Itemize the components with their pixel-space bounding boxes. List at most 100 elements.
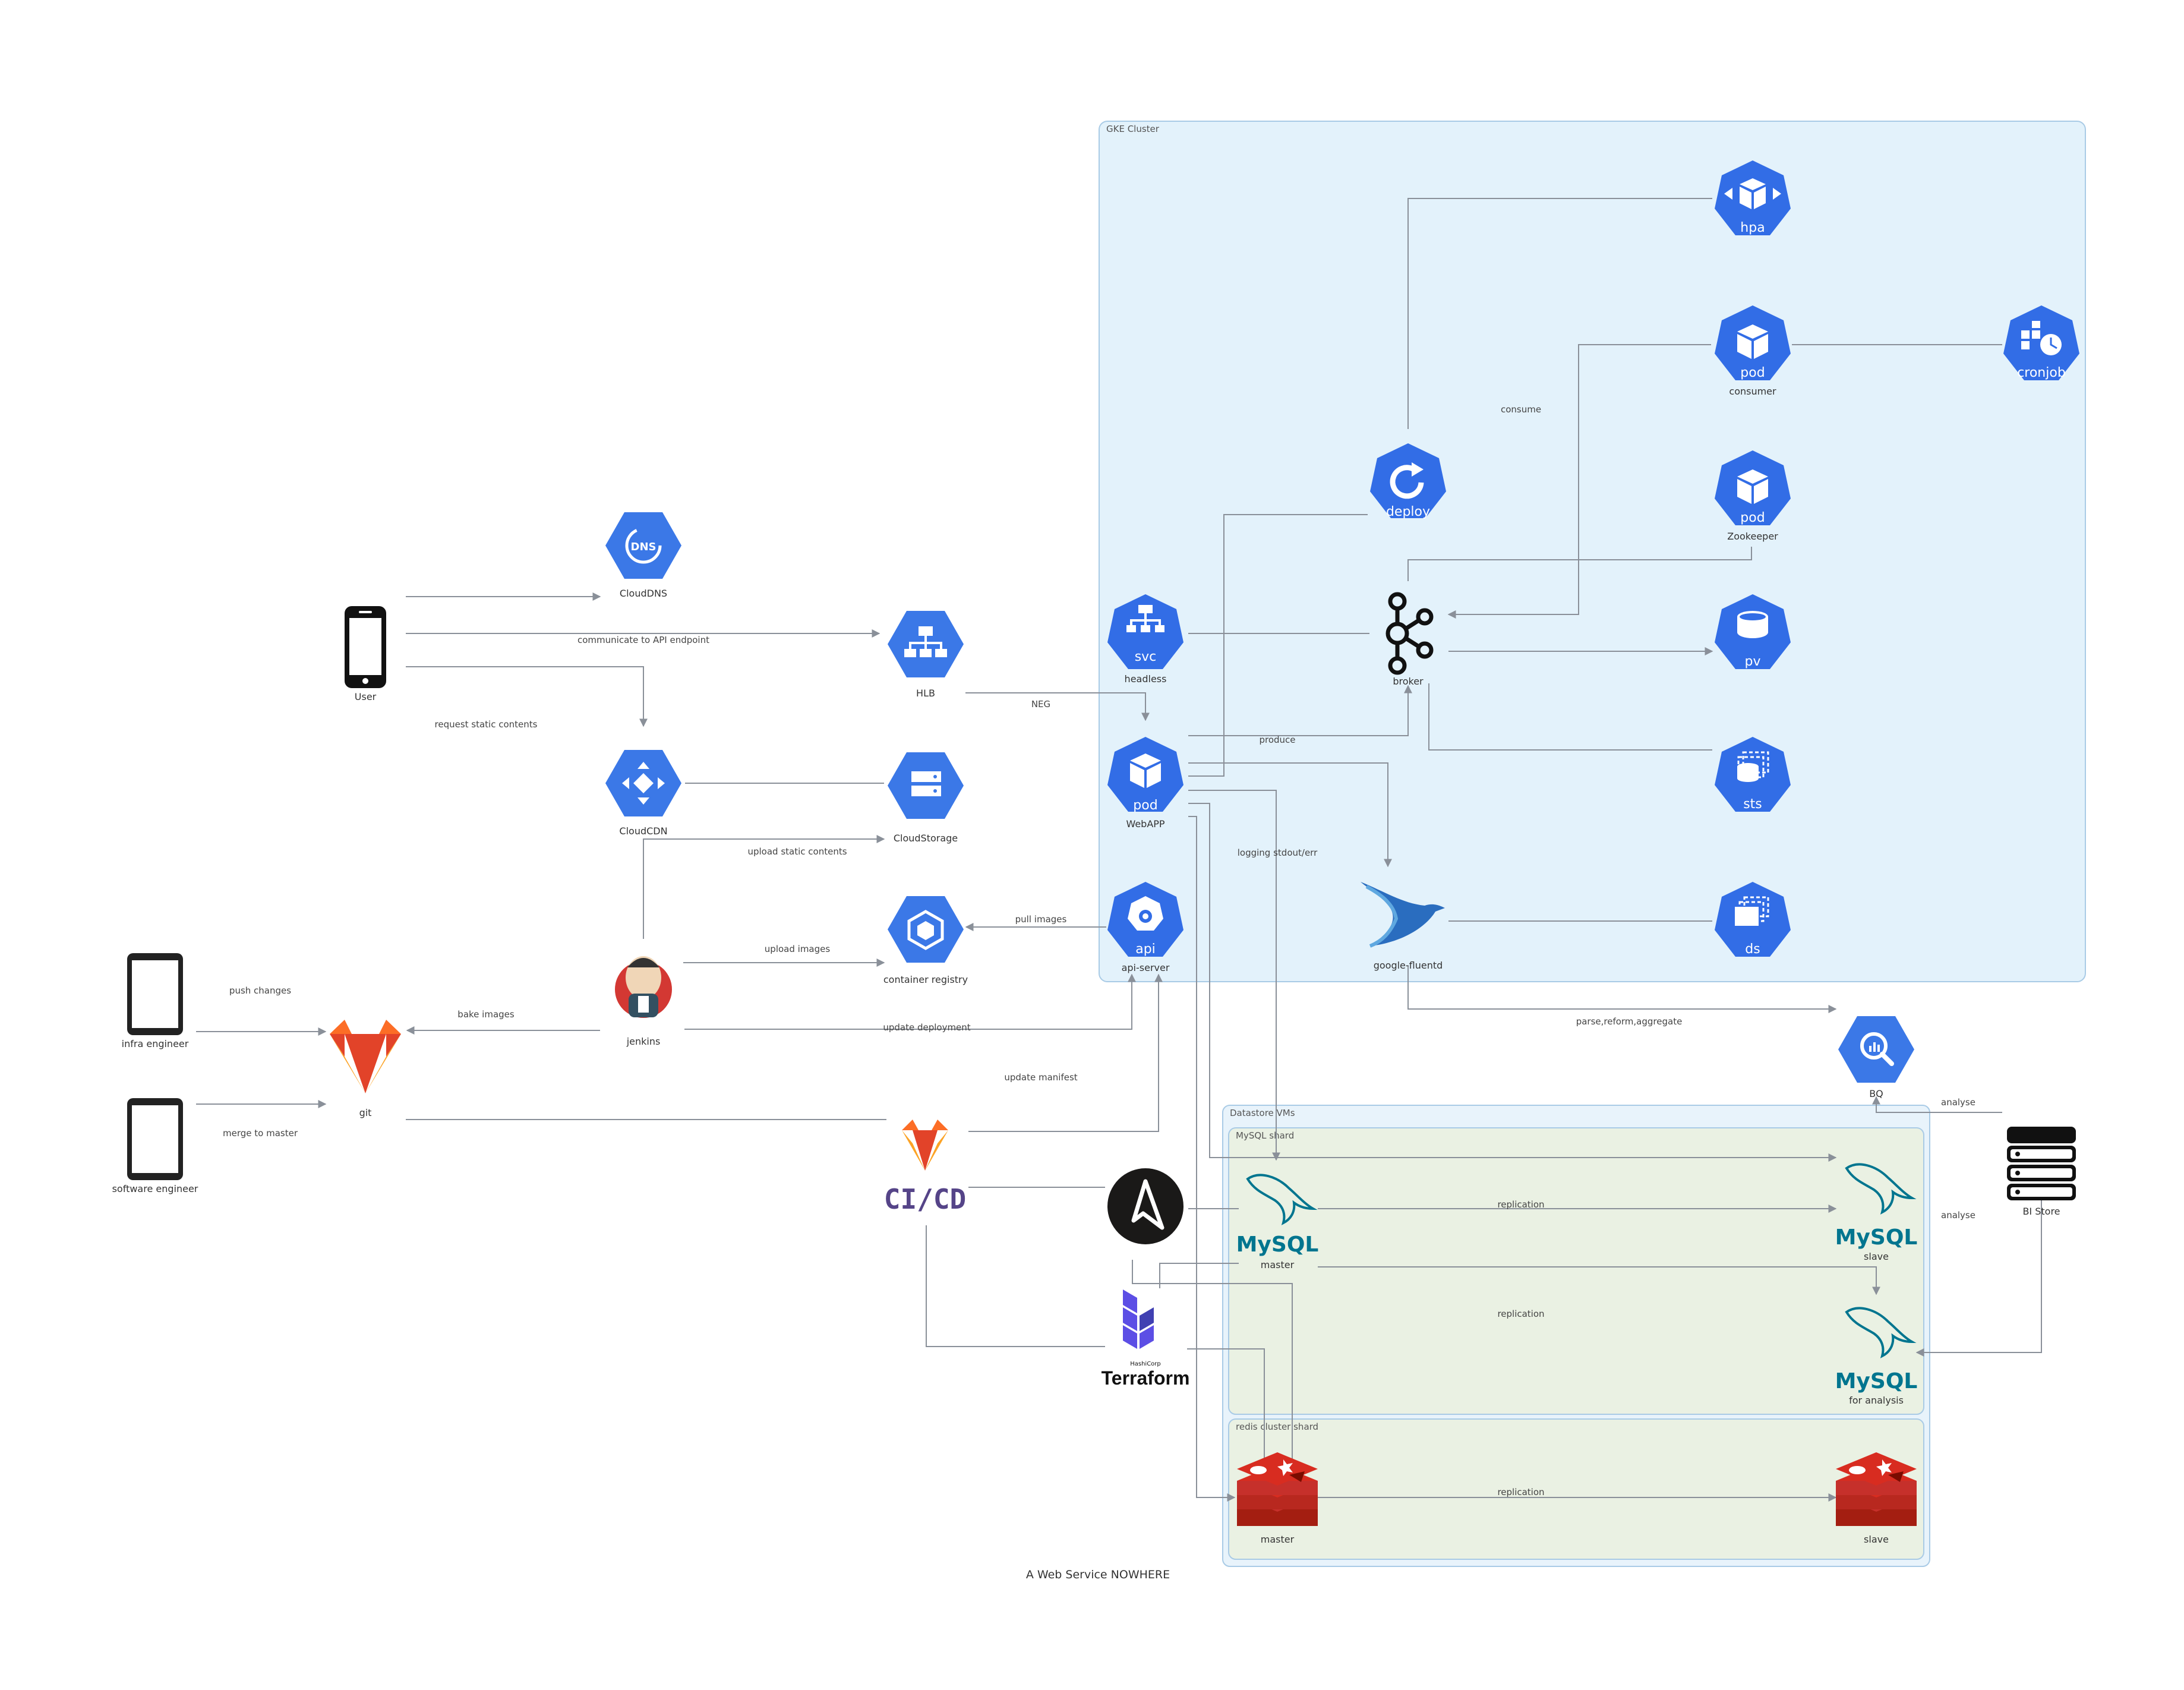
label-analyse-bq: analyse xyxy=(1941,1097,1975,1108)
sts-node[interactable]: sts xyxy=(1715,737,1791,812)
fluentd-node[interactable]: google-fluentd xyxy=(1361,882,1445,971)
api-server-label: api-server xyxy=(1122,962,1170,973)
cloud-cdn-node[interactable]: CloudCDN xyxy=(605,750,681,837)
cronjob-node[interactable]: cronjob xyxy=(2003,305,2079,380)
headless-node[interactable]: svc headless xyxy=(1107,594,1183,685)
container-registry-node[interactable]: container registry xyxy=(883,896,968,985)
label-update-deployment: update deployment xyxy=(883,1022,970,1033)
cdn-icon xyxy=(622,762,665,805)
broker-label: broker xyxy=(1393,676,1424,687)
fluentd-label: google-fluentd xyxy=(1374,960,1443,971)
headless-icon-text: svc xyxy=(1135,649,1157,664)
pv-node[interactable]: pv xyxy=(1715,594,1791,669)
redis-slave-node[interactable]: slave xyxy=(1836,1452,1917,1545)
bq-node[interactable]: BQ xyxy=(1838,1016,1914,1099)
jenkins-node[interactable]: jenkins xyxy=(615,956,672,1047)
hpa-icon-text: hpa xyxy=(1740,220,1765,235)
redis-master-label: master xyxy=(1261,1534,1295,1545)
mysql-analysis-node[interactable]: MySQL for analysis xyxy=(1835,1307,1918,1406)
zookeeper-node[interactable]: pod Zookeeper xyxy=(1715,450,1791,542)
label-replication-3: replication xyxy=(1497,1487,1544,1497)
container-registry-label: container registry xyxy=(883,974,968,985)
bi-store-label: BI Store xyxy=(2022,1206,2060,1217)
persistent-volume-icon xyxy=(1737,611,1768,638)
dns-icon: DNS xyxy=(625,527,662,564)
broker-node[interactable]: broker xyxy=(1385,592,1434,687)
cloud-dns-node[interactable]: DNS CloudDNS xyxy=(605,512,681,599)
edge-zookeeper-broker xyxy=(1407,547,1752,581)
ds-icon-text: ds xyxy=(1745,942,1760,957)
deploy-node[interactable]: deploy xyxy=(1370,443,1446,519)
edge-user-cdn xyxy=(406,666,648,727)
hex-shape xyxy=(1838,1016,1914,1083)
edge-webapp-mysql-slave xyxy=(1188,803,1837,1162)
label-pull-images: pull images xyxy=(1015,914,1067,925)
edge-fluentd-bq xyxy=(1407,966,1837,1013)
cicd-node[interactable]: CI/CD xyxy=(884,1120,966,1215)
redis-master-node[interactable]: master xyxy=(1237,1452,1318,1545)
redis-slave-label: slave xyxy=(1864,1534,1889,1545)
dns-icon-text: DNS xyxy=(631,541,657,553)
mysql-analysis-label: for analysis xyxy=(1849,1395,1904,1406)
mysql-logo-text: MySQL xyxy=(1236,1232,1319,1257)
label-upload-static: upload static contents xyxy=(747,846,847,857)
jenkins-icon xyxy=(615,956,672,1018)
label-upload-images: upload images xyxy=(765,944,831,954)
tablet-icon xyxy=(127,953,183,1035)
edge-deploy-hpa xyxy=(1407,198,1712,429)
edge-bistore-mysql-analysis xyxy=(1915,1196,2042,1357)
software-engineer-node[interactable]: software engineer xyxy=(112,1098,198,1194)
api-server-node[interactable]: api api-server xyxy=(1107,882,1183,973)
deploy-icon xyxy=(1390,462,1424,499)
webapp-node[interactable]: pod WebAPP xyxy=(1107,737,1183,830)
mysql-master-node[interactable]: MySQL master xyxy=(1236,1174,1319,1270)
git-label: git xyxy=(359,1107,372,1118)
edge-mysql-replication2 xyxy=(1318,1266,1880,1295)
pod-icon xyxy=(1737,324,1768,359)
label-produce: produce xyxy=(1259,734,1295,745)
load-balancer-icon xyxy=(904,626,947,657)
hlb-node[interactable]: HLB xyxy=(888,611,964,699)
edge-cicd-api xyxy=(968,973,1163,1132)
mysql-dolphin-icon xyxy=(1845,1163,1917,1215)
consumer-node[interactable]: pod consumer xyxy=(1715,305,1791,397)
edge-deploy-webapp xyxy=(1188,514,1368,777)
gitlab-icon xyxy=(330,1020,401,1093)
deploy-icon-text: deploy xyxy=(1386,505,1430,519)
zookeeper-label: Zookeeper xyxy=(1727,531,1778,542)
git-node[interactable]: git xyxy=(330,1020,401,1118)
redis-shard-label: redis cluster shard xyxy=(1236,1421,1318,1432)
label-replication-1: replication xyxy=(1497,1199,1544,1210)
cloud-storage-node[interactable]: CloudStorage xyxy=(888,752,964,844)
terraform-node[interactable]: HashiCorp Terraform xyxy=(1102,1289,1190,1389)
ansible-node[interactable] xyxy=(1107,1168,1183,1244)
ansible-icon xyxy=(1107,1168,1183,1244)
fluentd-bird-icon xyxy=(1361,882,1445,948)
hpa-node[interactable]: hpa xyxy=(1715,160,1791,235)
jenkins-label: jenkins xyxy=(626,1036,661,1047)
consumer-icon-text: pod xyxy=(1740,365,1765,380)
pod-icon xyxy=(1737,469,1768,504)
service-icon xyxy=(1126,605,1164,632)
ds-node[interactable]: ds xyxy=(1715,882,1791,957)
gke-cluster-group: GKE Cluster xyxy=(1099,121,2086,982)
mysql-slave-label: slave xyxy=(1864,1251,1889,1262)
mysql-shard-group: MySQL shard xyxy=(1228,1127,1924,1415)
edge-webapp-broker xyxy=(1188,685,1412,736)
sts-icon-text: sts xyxy=(1743,797,1762,812)
edge-cicd-terraform xyxy=(926,1225,1105,1347)
cronjob-icon-text: cronjob xyxy=(2017,365,2066,380)
cloud-storage-label: CloudStorage xyxy=(894,833,958,844)
mysql-dolphin-icon xyxy=(1845,1307,1917,1358)
mysql-slave-node[interactable]: MySQL slave xyxy=(1835,1163,1918,1262)
pod-icon xyxy=(1130,753,1161,788)
infra-engineer-node[interactable]: infra engineer xyxy=(122,953,189,1049)
edge-webapp-mysql-master xyxy=(1188,790,1280,1161)
user-node[interactable]: User xyxy=(345,606,386,702)
bi-store-node[interactable]: BI Store xyxy=(2007,1127,2076,1217)
cloud-dns-label: CloudDNS xyxy=(620,588,667,599)
datastore-vms-label: Datastore VMs xyxy=(1230,1108,1295,1118)
mysql-master-label: master xyxy=(1261,1259,1295,1270)
edge-terraform-mysql xyxy=(1159,1263,1239,1288)
mysql-logo-text: MySQL xyxy=(1835,1225,1918,1250)
